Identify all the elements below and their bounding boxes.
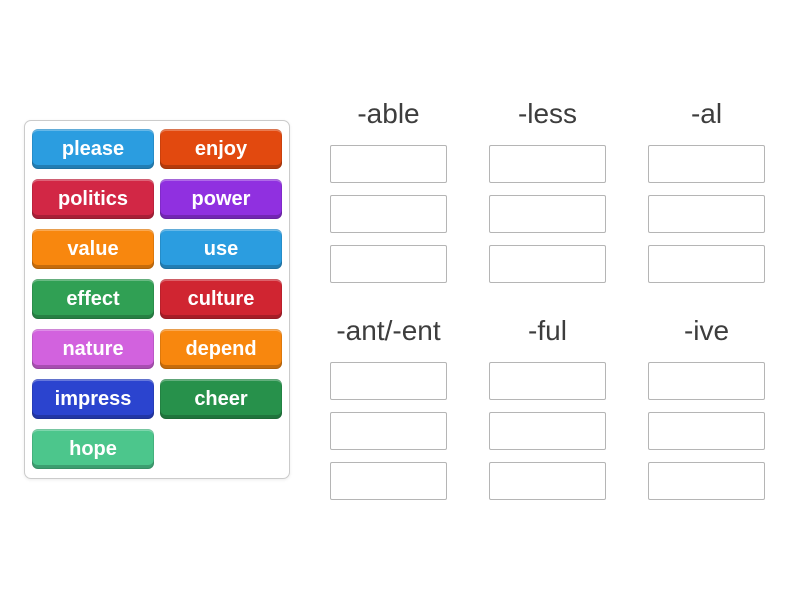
group-label: -ive (683, 315, 730, 346)
word-tile-please[interactable]: please (32, 129, 154, 169)
word-tile-depend[interactable]: depend (160, 329, 282, 369)
word-bank: please enjoy politics power value use ef… (24, 120, 290, 479)
drop-slot[interactable] (489, 245, 606, 283)
word-tile-label: value (67, 237, 119, 260)
category-group: -less (489, 94, 606, 283)
word-tile-power[interactable]: power (160, 179, 282, 219)
word-tile-label: impress (54, 387, 132, 410)
word-tile-label: enjoy (194, 137, 248, 160)
word-tile-label: politics (57, 187, 128, 210)
group-label: -al (690, 98, 723, 129)
word-tile-label: cheer (194, 387, 248, 410)
group-label: -able (357, 98, 420, 129)
group-slots (489, 362, 606, 500)
group-slots (648, 362, 765, 500)
word-tile-value[interactable]: value (32, 229, 154, 269)
drop-slot[interactable] (489, 362, 606, 400)
group-slots (330, 145, 447, 283)
word-tile-politics[interactable]: politics (32, 179, 154, 219)
category-group: -al (648, 94, 765, 283)
drop-slot[interactable] (330, 195, 447, 233)
word-tile-impress[interactable]: impress (32, 379, 154, 419)
word-tile-cheer[interactable]: cheer (160, 379, 282, 419)
word-tile-use[interactable]: use (160, 229, 282, 269)
group-label: -ant/-ent (336, 315, 441, 346)
drop-slot[interactable] (648, 195, 765, 233)
category-group: -ive (648, 311, 765, 500)
word-tile-label: hope (69, 437, 117, 460)
word-tile-label: depend (185, 337, 257, 360)
category-group: -ant/-ent (330, 311, 447, 500)
group-slots (648, 145, 765, 283)
word-tile-nature[interactable]: nature (32, 329, 154, 369)
group-slots (489, 145, 606, 283)
word-tile-label: nature (62, 337, 124, 360)
drop-slot[interactable] (489, 412, 606, 450)
drop-slot[interactable] (330, 245, 447, 283)
category-group: -ful (489, 311, 606, 500)
word-tile-label: use (203, 237, 239, 260)
category-group: -able (330, 94, 447, 283)
drop-slot[interactable] (489, 195, 606, 233)
drop-slot[interactable] (648, 362, 765, 400)
word-tile-label: power (191, 187, 251, 210)
word-bank-grid: please enjoy politics power value use ef… (32, 129, 282, 469)
word-tile-culture[interactable]: culture (160, 279, 282, 319)
drop-slot[interactable] (648, 145, 765, 183)
drop-slot[interactable] (648, 412, 765, 450)
drop-slot[interactable] (330, 412, 447, 450)
drop-slot[interactable] (330, 145, 447, 183)
group-label: -less (517, 98, 578, 129)
word-tile-hope[interactable]: hope (32, 429, 154, 469)
drop-slot[interactable] (648, 462, 765, 500)
drop-slot[interactable] (648, 245, 765, 283)
group-label: -ful (528, 315, 567, 346)
word-tile-enjoy[interactable]: enjoy (160, 129, 282, 169)
word-tile-label: culture (187, 287, 255, 310)
groups-grid: -able -less -al -ant/-ent -ful -ive (330, 94, 765, 500)
drop-slot[interactable] (330, 462, 447, 500)
word-tile-effect[interactable]: effect (32, 279, 154, 319)
drop-slot[interactable] (489, 145, 606, 183)
word-tile-label: please (61, 137, 125, 160)
word-tile-label: effect (66, 287, 120, 310)
drop-slot[interactable] (330, 362, 447, 400)
group-slots (330, 362, 447, 500)
drop-slot[interactable] (489, 462, 606, 500)
